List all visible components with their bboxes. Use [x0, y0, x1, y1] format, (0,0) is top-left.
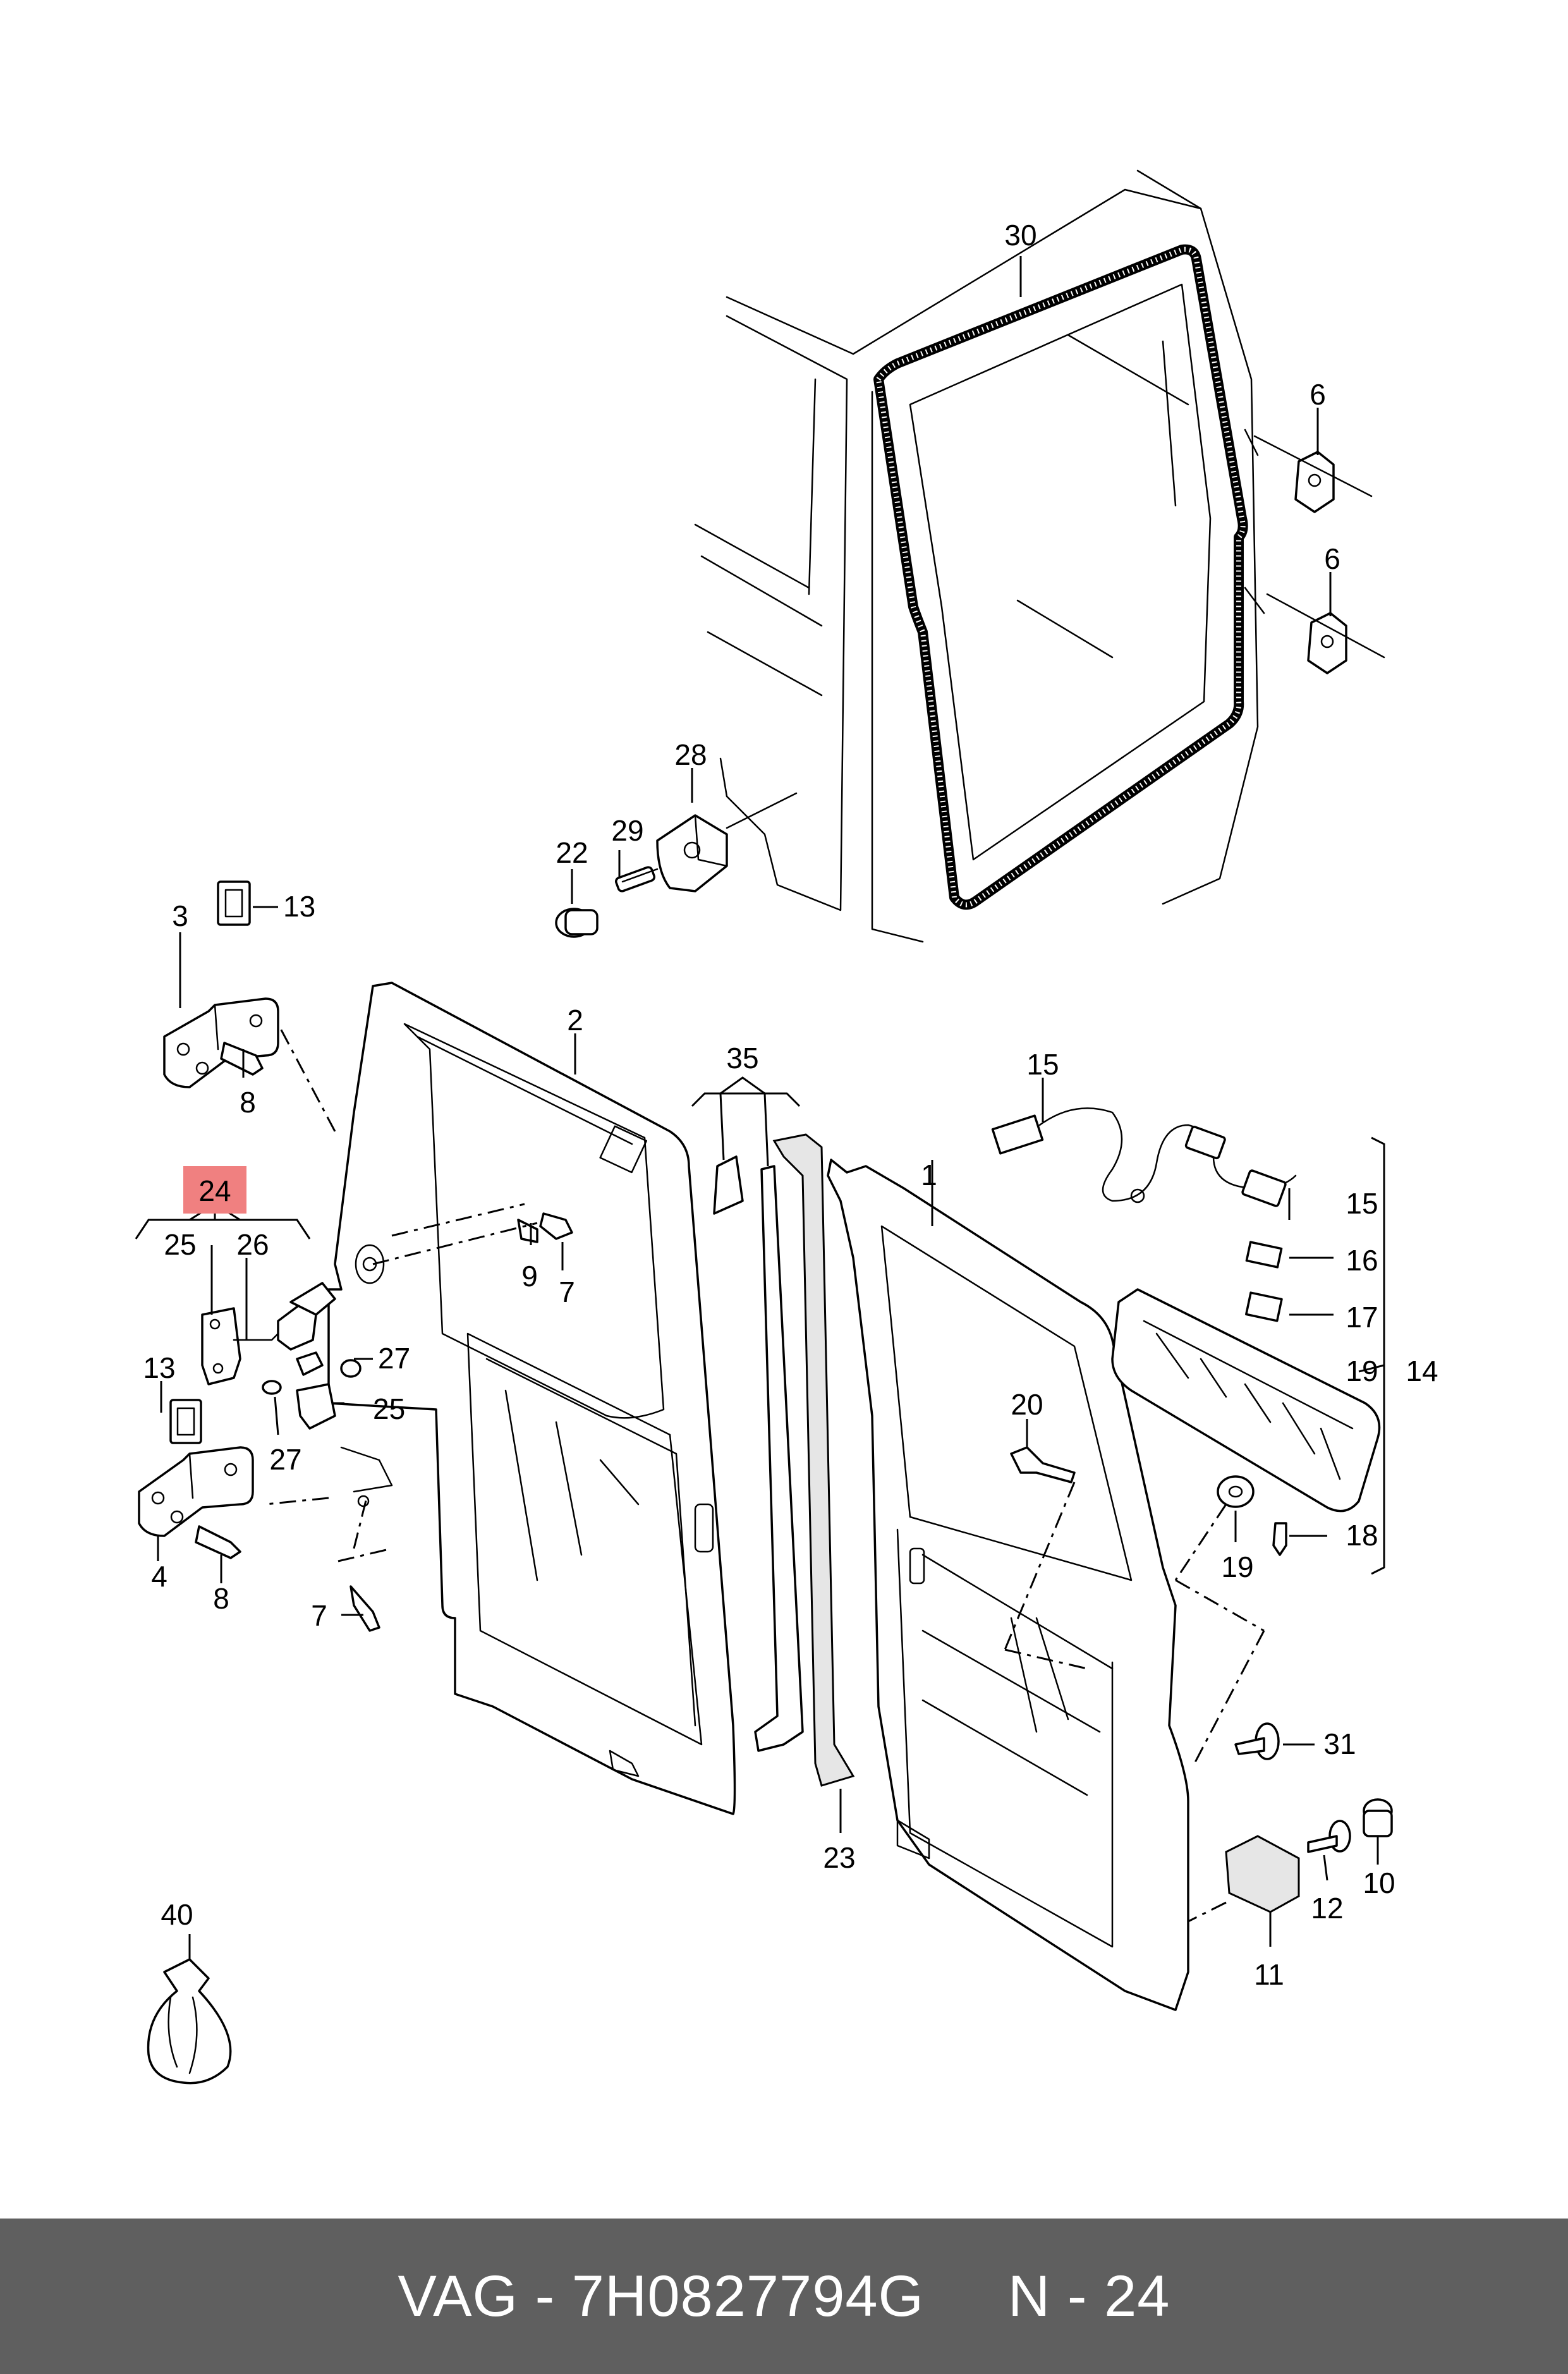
part-number-labels: 30 6 6 28 29 22 13 3 8 2 35 15 1 24 25 2…: [143, 219, 1438, 1991]
footer-bar: VAG - 7H0827794G N - 24: [0, 2219, 1568, 2374]
label-27-upper: 27: [378, 1342, 410, 1375]
grommet: [1217, 1475, 1255, 1508]
label-18: 18: [1346, 1519, 1378, 1552]
label-25-lower: 25: [373, 1392, 405, 1425]
door-seal-profile: [772, 1133, 855, 1787]
cap-plug: [555, 908, 599, 938]
door-check-strap: [201, 1282, 362, 1430]
label-23: 23: [823, 1841, 855, 1874]
screw-set-left-door: [349, 1212, 573, 1632]
buffer-bolt: [614, 866, 659, 892]
bolt-12: [1307, 1820, 1351, 1853]
label-31: 31: [1323, 1727, 1356, 1760]
label-1: 1: [921, 1159, 937, 1191]
label-20: 20: [1011, 1388, 1043, 1421]
hinge-shim-upper: [217, 880, 251, 926]
label-40: 40: [161, 1898, 193, 1931]
label-27-lower: 27: [269, 1443, 301, 1476]
door-trim-strip-outer: [713, 1155, 804, 1752]
label-35: 35: [726, 1042, 758, 1074]
hinge-bolts: [195, 1042, 264, 1559]
lower-hinge: [138, 1446, 254, 1537]
door-seal: [873, 244, 1248, 910]
label-2: 2: [567, 1004, 583, 1037]
label-6-lower: 6: [1324, 542, 1340, 575]
label-7-upper: 7: [559, 1275, 575, 1308]
label-10: 10: [1363, 1866, 1395, 1899]
cap-10: [1363, 1798, 1393, 1837]
label-19-upper: 19: [1346, 1354, 1378, 1387]
leader-lines: [135, 256, 1385, 1959]
label-12: 12: [1311, 1892, 1343, 1925]
label-26: 26: [236, 1228, 269, 1261]
lamp-screw: [1272, 1522, 1287, 1556]
label-15-upper: 15: [1026, 1048, 1059, 1081]
label-13-lower: 13: [143, 1351, 175, 1384]
bag-40: [147, 1958, 232, 2085]
label-3: 3: [172, 899, 188, 932]
right-door-panel: [827, 1159, 1189, 2011]
label-14: 14: [1406, 1354, 1438, 1387]
label-17: 17: [1346, 1301, 1378, 1334]
label-25-upper: 25: [164, 1228, 196, 1261]
label-30: 30: [1004, 219, 1036, 252]
buffer-11: [1225, 1835, 1300, 1913]
vehicle-body-rear: [694, 169, 1265, 943]
label-15-lower: 15: [1346, 1187, 1378, 1220]
hinge-shim-lower: [169, 1399, 202, 1444]
screw-20: [1010, 1446, 1076, 1483]
lamp-switch-upper: [1241, 1169, 1287, 1207]
bolt-31: [1234, 1722, 1280, 1760]
label-22: 22: [556, 836, 588, 869]
label-9: 9: [521, 1260, 538, 1293]
striker-plate-lower: [1266, 593, 1385, 674]
upper-hinge: [163, 997, 279, 1088]
label-19-lower: 19: [1221, 1550, 1253, 1583]
label-6-upper: 6: [1310, 378, 1326, 411]
third-brake-light: [1111, 1288, 1381, 1513]
striker-plate-upper: [1253, 435, 1373, 513]
label-13-upper: 13: [283, 890, 315, 923]
left-door-panel: [327, 982, 736, 1815]
wiring-harness: [991, 1107, 1297, 1203]
label-4: 4: [151, 1560, 167, 1593]
lamp-housing-bracket-16: [1245, 1241, 1283, 1269]
exploded-parts-diagram: 30 6 6 28 29 22 13 3 8 2 35 15 1 24 25 2…: [135, 169, 1438, 2085]
label-8-upper: 8: [240, 1086, 256, 1119]
footer-part-number: VAG - 7H0827794G N - 24: [398, 2263, 1170, 2328]
label-29: 29: [611, 814, 643, 847]
door-buffer: [656, 792, 798, 892]
label-7-lower: 7: [311, 1599, 327, 1632]
label-8-lower: 8: [213, 1582, 229, 1615]
lamp-housing-bracket-17: [1245, 1291, 1283, 1322]
label-24: 24: [198, 1174, 231, 1207]
label-11: 11: [1254, 1958, 1284, 1991]
label-28: 28: [674, 738, 707, 771]
label-16: 16: [1346, 1244, 1378, 1277]
highlight-box-part-24: [183, 1166, 246, 1214]
